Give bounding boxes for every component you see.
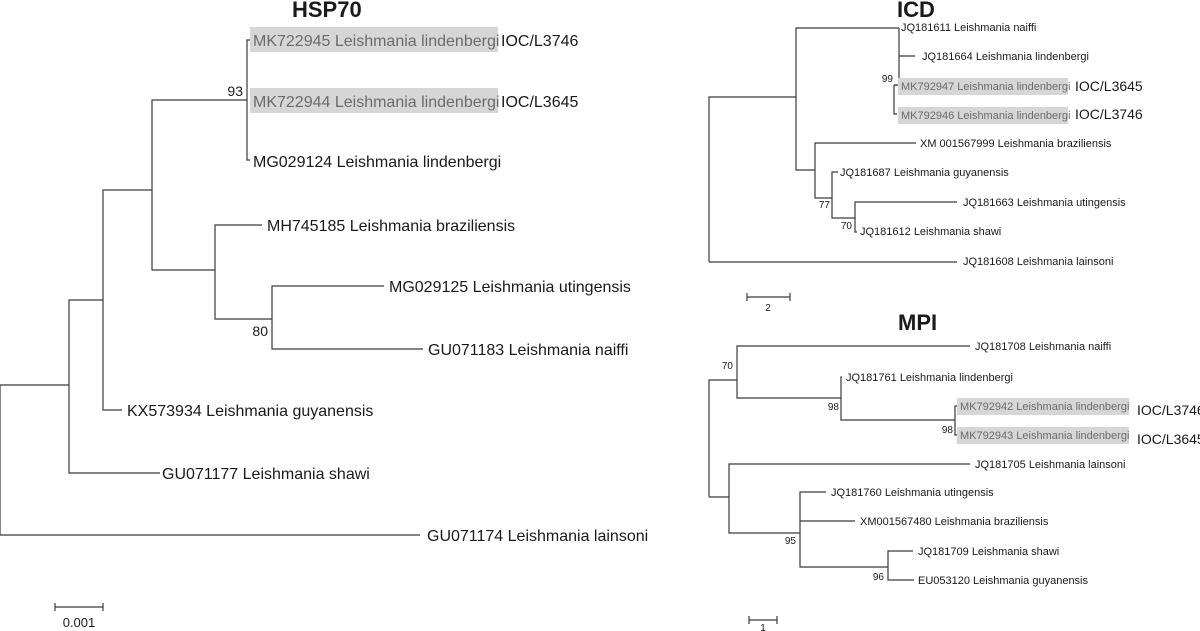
icd-bootstrap-1: 99 — [882, 74, 894, 85]
hsp70-leaf-3: MG029124 Leishmania lindenbergi — [253, 154, 501, 171]
icd-leaf-1: JQ181611 Leishmania naiffi — [901, 22, 1036, 34]
icd-highlight-2 — [898, 107, 1068, 124]
hsp70-tree: HSP70 MK722945 Leishmania lindenbergi IO… — [0, 0, 648, 630]
mpi-highlight-1 — [957, 398, 1129, 415]
mpi-leaf-8: JQ181709 Leishmania shawi — [918, 546, 1059, 558]
icd-bootstrap-3: 70 — [841, 221, 853, 232]
icd-leaf-6: JQ181687 Leishmania guyanensis — [840, 167, 1009, 179]
hsp70-leaf-4: MH745185 Leishmania braziliensis — [267, 218, 515, 235]
hsp70-branches — [0, 39, 423, 536]
mpi-bootstrap-1: 70 — [722, 361, 734, 372]
icd-leaf-9: JQ181608 Leishmania lainsoni — [963, 256, 1113, 268]
mpi-leaf-2: JQ181761 Leishmania lindenbergi — [846, 372, 1013, 384]
mpi-leaf-3: MK792942 Leishmania lindenbergi — [960, 401, 1129, 413]
mpi-leaf-5: JQ181705 Leishmania lainsoni — [975, 459, 1125, 471]
mpi-bootstrap-2: 98 — [828, 402, 840, 413]
mpi-highlight-2 — [957, 427, 1129, 444]
hsp70-title: HSP70 — [292, 0, 362, 22]
hsp70-leaf-1: MK722945 Leishmania lindenbergi — [253, 33, 499, 50]
icd-bootstrap-2: 77 — [819, 200, 831, 211]
icd-scale-label: 2 — [765, 303, 771, 314]
icd-highlight-1 — [898, 78, 1068, 95]
hsp70-leaf-7: KX573934 Leishmania guyanensis — [127, 403, 373, 420]
mpi-title: MPI — [898, 310, 937, 335]
mpi-branches — [708, 345, 970, 581]
hsp70-leaf-1-tag: IOC/L3746 — [501, 33, 578, 50]
mpi-leaf-1: JQ181708 Leishmania naiffi — [975, 341, 1111, 353]
mpi-leaf-7: XM001567480 Leishmania braziliensis — [860, 516, 1049, 528]
hsp70-highlight-1 — [250, 27, 498, 52]
mpi-leaf-9: EU053120 Leishmania guyanensis — [918, 575, 1089, 587]
icd-leaf-3: MK792947 Leishmania lindenbergi — [901, 81, 1070, 93]
mpi-leaf-3-tag: IOC/L3746 — [1137, 402, 1200, 418]
mpi-scale-bar — [748, 616, 778, 624]
mpi-bootstrap-4: 95 — [785, 536, 797, 547]
icd-leaf-5: XM 001567999 Leishmania braziliensis — [920, 138, 1112, 150]
hsp70-bootstrap-1: 93 — [227, 83, 243, 99]
icd-title: ICD — [897, 0, 935, 22]
hsp70-leaf-8: GU071177 Leishmania shawi — [162, 466, 370, 483]
mpi-leaf-6: JQ181760 Leishmania utingensis — [831, 487, 994, 499]
icd-tree: ICD JQ181611 Leishmania naiffi JQ181664 … — [708, 0, 1143, 314]
icd-leaf-2: JQ181664 Leishmania lindenbergi — [922, 51, 1089, 63]
hsp70-scale-label: 0.001 — [63, 615, 96, 630]
icd-leaf-4: MK792946 Leishmania lindenbergi — [901, 110, 1070, 122]
hsp70-leaf-6: GU071183 Leishmania naiffi — [428, 342, 628, 359]
mpi-bootstrap-3: 98 — [942, 425, 954, 436]
hsp70-highlight-2 — [250, 88, 498, 113]
icd-leaf-4-tag: IOC/L3746 — [1075, 106, 1143, 122]
hsp70-bootstrap-2: 80 — [252, 323, 268, 339]
mpi-bootstrap-5: 96 — [873, 572, 885, 583]
mpi-scale-label: 1 — [760, 623, 766, 631]
icd-leaf-3-tag: IOC/L3645 — [1075, 78, 1143, 94]
mpi-leaf-4-tag: IOC/L3645 — [1137, 431, 1200, 447]
hsp70-leaf-5: MG029125 Leishmania utingensis — [389, 279, 631, 296]
icd-leaf-7: JQ181663 Leishmania utingensis — [963, 197, 1126, 209]
icd-leaf-8: JQ181612 Leishmania shawi — [860, 226, 1001, 238]
hsp70-leaf-2-tag: IOC/L3645 — [501, 94, 578, 111]
hsp70-scale-bar — [54, 603, 104, 611]
hsp70-leaf-9: GU071174 Leishmania lainsoni — [427, 528, 648, 545]
icd-scale-bar — [746, 293, 791, 301]
mpi-leaf-4: MK792943 Leishmania lindenbergi — [960, 430, 1129, 442]
hsp70-leaf-2: MK722944 Leishmania lindenbergi — [253, 94, 499, 111]
mpi-tree: MPI JQ181708 Leishmania naiffi JQ181761 … — [708, 310, 1200, 631]
